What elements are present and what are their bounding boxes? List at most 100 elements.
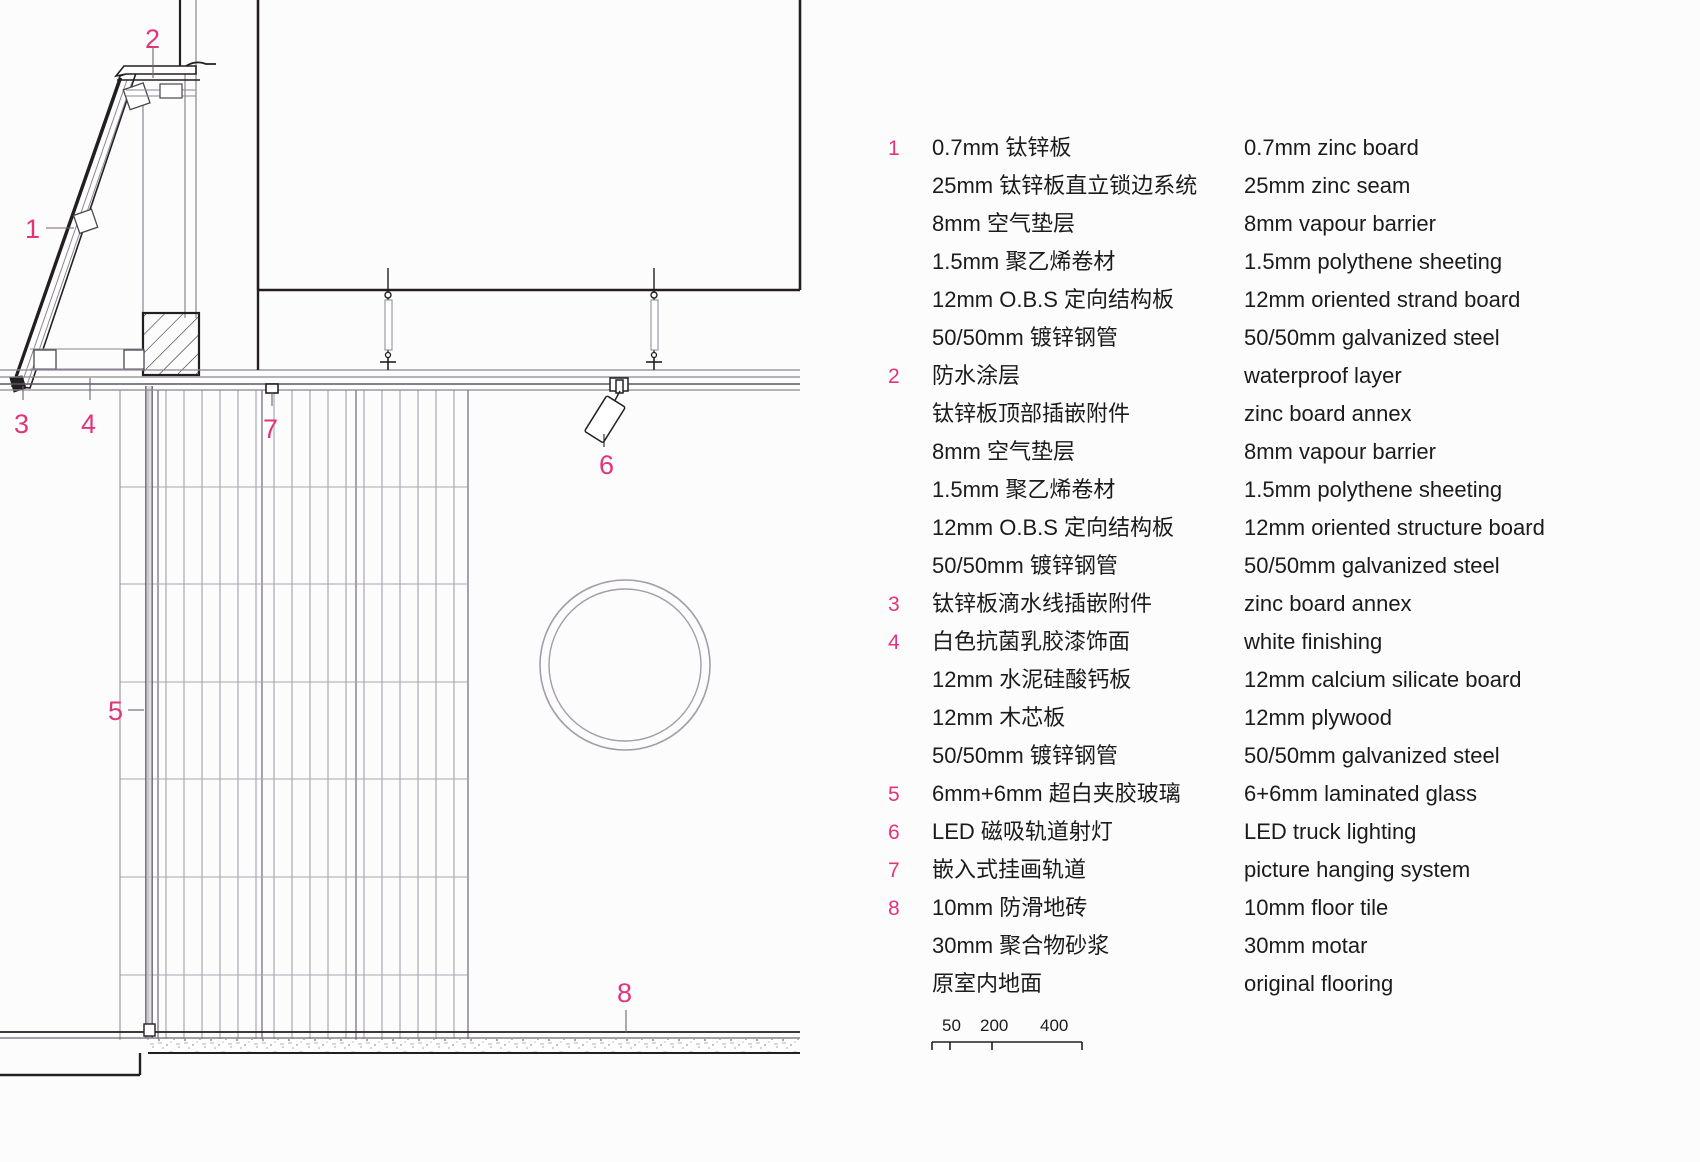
legend-number: 8 [888, 897, 900, 920]
legend-text-en: zinc board annex [1244, 401, 1412, 426]
legend-row: 钛锌板顶部插嵌附件 zinc board annex [880, 396, 1670, 434]
callout-4: 4 [81, 409, 97, 439]
legend-text-cn: 白色抗菌乳胶漆饰面 [932, 629, 1131, 654]
legend-text-cn: 30mm 聚合物砂浆 [932, 933, 1110, 958]
legend-row: 2 防水涂层 waterproof layer [880, 358, 1670, 396]
callout-3: 3 [14, 409, 30, 439]
circular-wall-opening [539, 579, 711, 751]
legend-text-en: waterproof layer [1244, 363, 1402, 388]
scale-bar-graphic [931, 1041, 1083, 1050]
legend-row: 25mm 钛锌板直立锁边系统 25mm zinc seam [880, 168, 1670, 206]
legend-row: 7 嵌入式挂画轨道 picture hanging system [880, 852, 1670, 890]
legend-text-cn: 钛锌板顶部插嵌附件 [932, 401, 1131, 426]
legend-row: 3 钛锌板滴水线插嵌附件 zinc board annex [880, 586, 1670, 624]
legend-row: 1 0.7mm 钛锌板 0.7mm zinc board [880, 130, 1670, 168]
picture-hanging-track [265, 383, 279, 394]
legend-row: 1.5mm 聚乙烯卷材 1.5mm polythene sheeting [880, 244, 1670, 282]
legend-text-cn: 50/50mm 镀锌钢管 [932, 325, 1118, 350]
legend-text-en: picture hanging system [1244, 857, 1471, 882]
legend-row: 12mm 水泥硅酸钙板 12mm calcium silicate board [880, 662, 1670, 700]
legend-row: 12mm O.B.S 定向结构板 12mm oriented structure… [880, 510, 1670, 548]
ceiling-hanger-left [380, 268, 396, 370]
legend-text-en: 12mm oriented strand board [1244, 287, 1521, 312]
legend-text-en: original flooring [1244, 971, 1394, 996]
legend-text-en: 6+6mm laminated glass [1244, 781, 1477, 806]
legend-text-en: white finishing [1244, 629, 1383, 654]
legend-text-cn: 钛锌板滴水线插嵌附件 [932, 591, 1153, 616]
construction-detail-drawing [0, 0, 802, 1077]
legend-text-cn: 1.5mm 聚乙烯卷材 [932, 477, 1116, 502]
scale-label-400: 400 [1040, 1016, 1069, 1035]
callout-1: 1 [25, 214, 41, 244]
legend-number: 5 [888, 783, 900, 806]
legend-row: 12mm 木芯板 12mm plywood [880, 700, 1670, 738]
legend-text-en: 1.5mm polythene sheeting [1244, 477, 1503, 502]
interior-structure-outline [256, 0, 802, 292]
legend-row: 原室内地面 original flooring [880, 966, 1670, 1004]
legend-text-cn: 12mm O.B.S 定向结构板 [932, 515, 1175, 540]
callout-leader-lines [22, 48, 627, 1033]
legend-text-cn: 50/50mm 镀锌钢管 [932, 743, 1118, 768]
legend-text-cn: LED 磁吸轨道射灯 [932, 819, 1113, 844]
legend-text-en: 12mm calcium silicate board [1244, 667, 1522, 692]
legend-number: 1 [888, 137, 900, 160]
materials-legend: 1 0.7mm 钛锌板 0.7mm zinc board 25mm 钛锌板直立锁… [880, 130, 1670, 1004]
legend-text-cn: 12mm 木芯板 [932, 705, 1066, 730]
legend-number: 6 [888, 821, 900, 844]
legend-row: 8mm 空气垫层 8mm vapour barrier [880, 206, 1670, 244]
callout-2: 2 [145, 24, 161, 54]
legend-text-cn: 1.5mm 聚乙烯卷材 [932, 249, 1116, 274]
legend-text-en: 25mm zinc seam [1244, 173, 1411, 198]
laminated-glass-pane [145, 386, 153, 1038]
legend-text-cn: 50/50mm 镀锌钢管 [932, 553, 1118, 578]
legend-number: 4 [888, 631, 900, 654]
callout-5: 5 [108, 696, 124, 726]
legend-text-en: 8mm vapour barrier [1244, 211, 1436, 236]
legend-row: 30mm 聚合物砂浆 30mm motar [880, 928, 1670, 966]
top-flashing-waterproof [114, 61, 216, 99]
legend-text-cn: 10mm 防滑地砖 [932, 895, 1088, 920]
legend-text-en: 0.7mm zinc board [1244, 135, 1419, 160]
parapet-post [142, 0, 197, 330]
legend-text-cn: 原室内地面 [932, 971, 1043, 996]
legend-text-en: 1.5mm polythene sheeting [1244, 249, 1503, 274]
scale-bar: 50 200 400 [930, 1008, 1190, 1068]
callout-7: 7 [263, 414, 279, 444]
legend-row: 1.5mm 聚乙烯卷材 1.5mm polythene sheeting [880, 472, 1670, 510]
legend-number: 3 [888, 593, 900, 616]
legend-text-en: 12mm oriented structure board [1244, 515, 1545, 540]
legend-row: 8mm 空气垫层 8mm vapour barrier [880, 434, 1670, 472]
legend-row: 6 LED 磁吸轨道射灯 LED truck lighting [880, 814, 1670, 852]
legend-row: 5 6mm+6mm 超白夹胶玻璃 6+6mm laminated glass [880, 776, 1670, 814]
callout-6: 6 [599, 450, 615, 480]
legend-text-en: 50/50mm galvanized steel [1244, 325, 1500, 350]
legend-text-en: zinc board annex [1244, 591, 1412, 616]
ceiling-frame-boxes [30, 348, 145, 370]
legend-text-en: 30mm motar [1244, 933, 1368, 958]
legend-row: 4 白色抗菌乳胶漆饰面 white finishing [880, 624, 1670, 662]
legend-text-cn: 12mm O.B.S 定向结构板 [932, 287, 1175, 312]
legend-text-cn: 12mm 水泥硅酸钙板 [932, 667, 1132, 692]
legend-row: 8 10mm 防滑地砖 10mm floor tile [880, 890, 1670, 928]
scale-label-200: 200 [980, 1016, 1009, 1035]
legend-text-cn: 防水涂层 [932, 363, 1021, 388]
legend-text-cn: 6mm+6mm 超白夹胶玻璃 [932, 781, 1181, 806]
led-track-spotlight [584, 377, 629, 447]
hatched-steel-blocking [141, 311, 201, 377]
legend-text-cn: 25mm 钛锌板直立锁边系统 [932, 173, 1198, 198]
legend-text-cn: 0.7mm 钛锌板 [932, 135, 1072, 160]
scale-label-50: 50 [942, 1016, 961, 1035]
legend-row: 50/50mm 镀锌钢管 50/50mm galvanized steel [880, 738, 1670, 776]
legend-row: 12mm O.B.S 定向结构板 12mm oriented strand bo… [880, 282, 1670, 320]
legend-text-cn: 8mm 空气垫层 [932, 211, 1076, 236]
legend-number: 2 [888, 365, 900, 388]
legend-text-en: 50/50mm galvanized steel [1244, 553, 1500, 578]
legend-text-en: 10mm floor tile [1244, 895, 1389, 920]
legend-text-en: 8mm vapour barrier [1244, 439, 1436, 464]
ceiling-assembly-layers [0, 369, 800, 391]
legend-text-cn: 嵌入式挂画轨道 [932, 857, 1087, 882]
tiled-wall-assembly [119, 390, 469, 1040]
callout-8: 8 [617, 978, 633, 1008]
legend-text-cn: 8mm 空气垫层 [932, 439, 1076, 464]
